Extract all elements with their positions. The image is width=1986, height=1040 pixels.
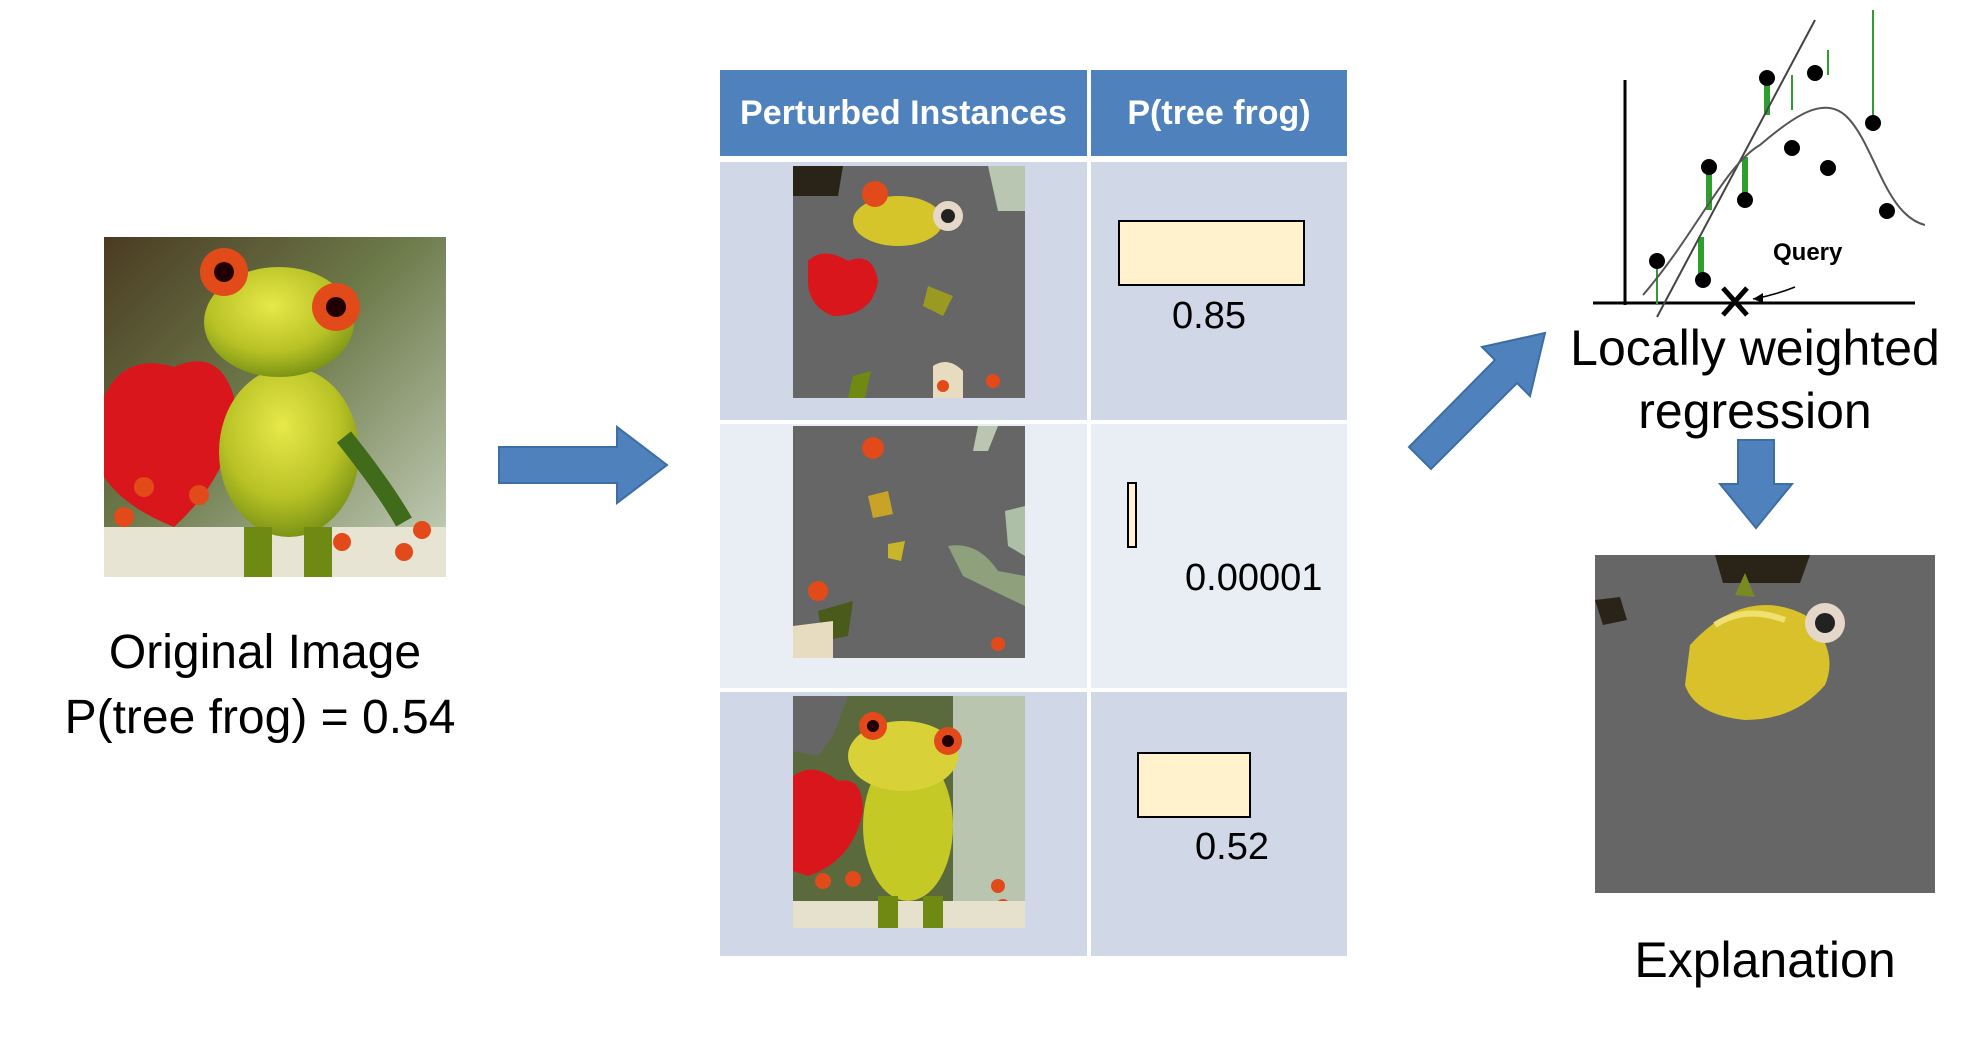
table-row-3-value-cell (1091, 692, 1347, 956)
locally-weighted-regression-plot: Query (1593, 10, 1925, 318)
query-marker-icon (1721, 286, 1749, 317)
perturbed-instances-table: Perturbed Instances P(tree frog) (720, 70, 1347, 956)
table-header-probability: P(tree frog) (1091, 70, 1347, 156)
regression-title-line2: regression (1638, 383, 1872, 439)
original-frog-image (104, 237, 446, 577)
table-row-2-value-cell (1091, 424, 1347, 688)
probability-value-3: 0.52 (1195, 826, 1269, 868)
table-row-1-value-cell (1091, 162, 1347, 420)
original-caption-line2: P(tree frog) = 0.54 (64, 691, 456, 744)
probability-value-1: 0.85 (1172, 295, 1246, 337)
probability-bar-2 (1127, 482, 1137, 548)
explanation-caption: Explanation (1634, 932, 1896, 988)
perturbed-image-1 (793, 166, 1025, 398)
probability-bar-1 (1118, 220, 1305, 286)
table-header-instances: Perturbed Instances (720, 70, 1087, 156)
down-arrow-icon (1718, 439, 1794, 530)
perturbed-image-3 (793, 696, 1025, 928)
regression-title-line1: Locally weighted (1570, 320, 1940, 376)
explanation-image (1595, 555, 1935, 893)
right-arrow-icon (498, 425, 669, 505)
original-caption-line1: Original Image (108, 626, 422, 679)
diagonal-arrow-icon (1407, 331, 1547, 471)
probability-value-2: 0.00001 (1185, 557, 1323, 599)
probability-bar-3 (1137, 752, 1252, 818)
perturbed-image-2 (793, 426, 1025, 658)
query-label: Query (1773, 239, 1843, 266)
